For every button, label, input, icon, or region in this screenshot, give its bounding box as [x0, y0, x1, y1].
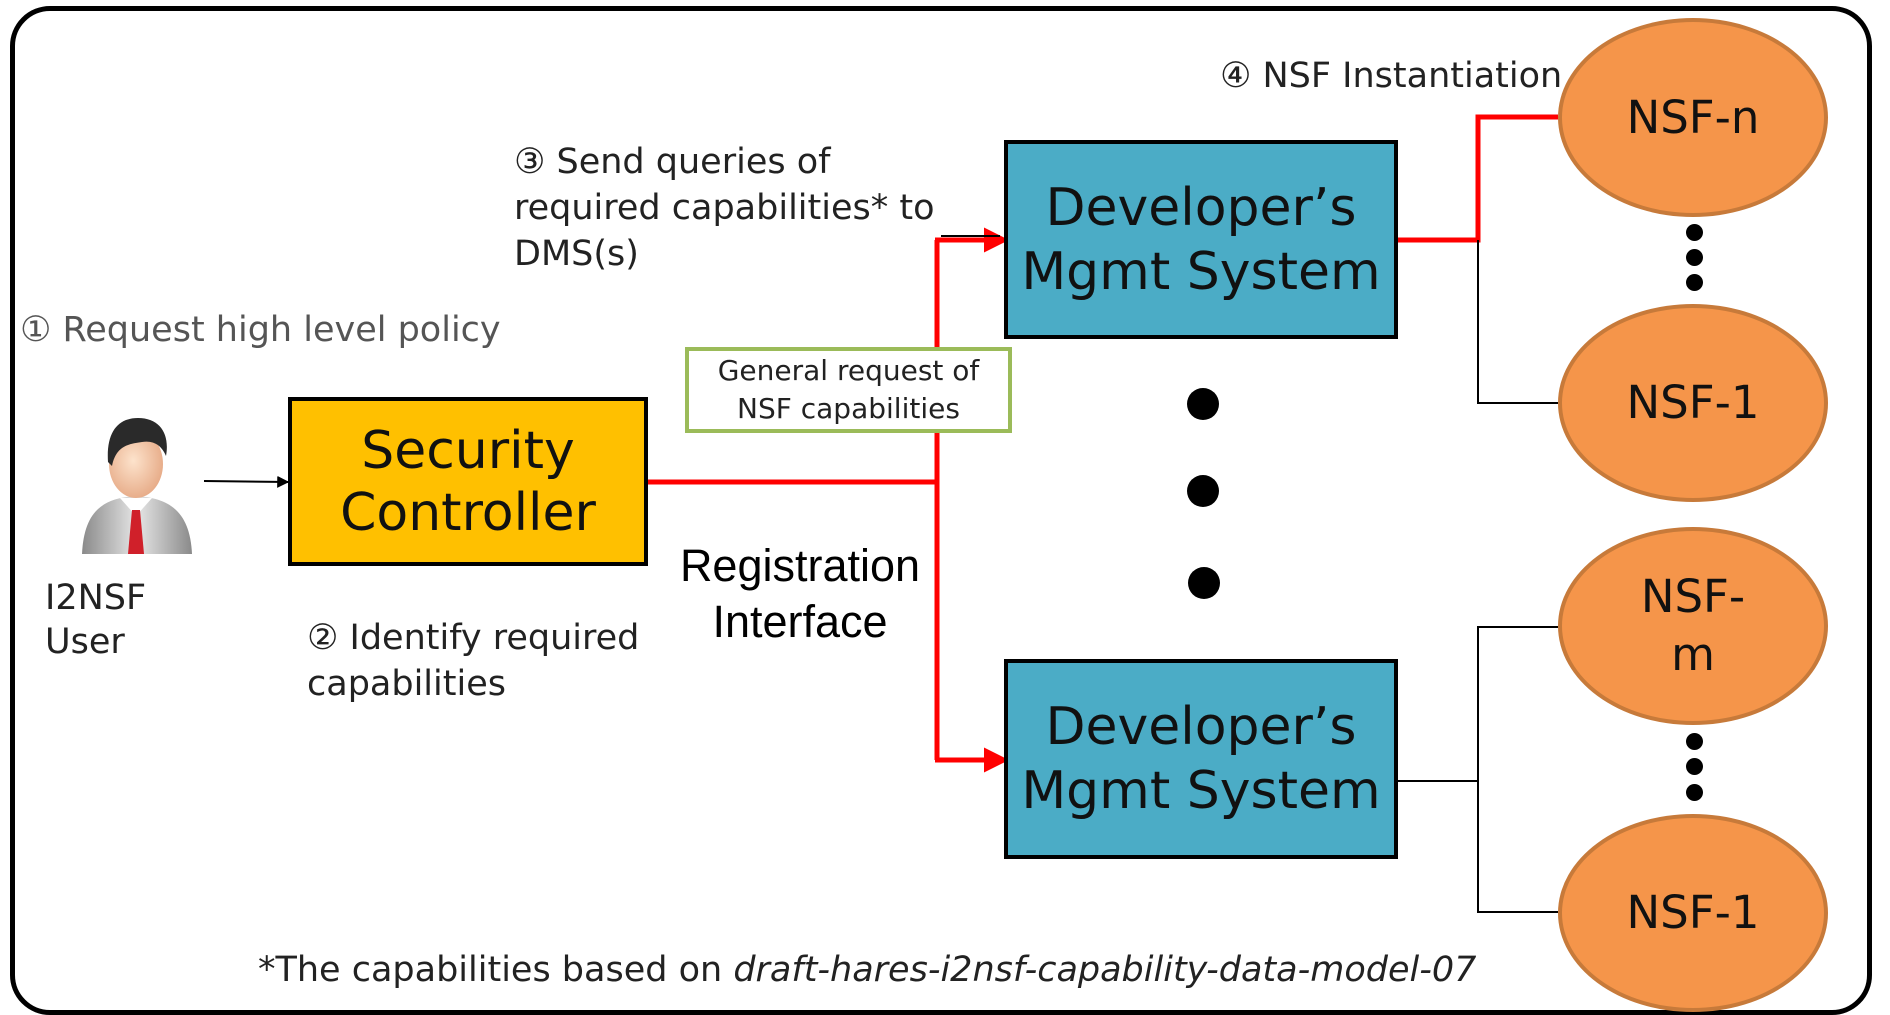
- ellipsis-dot: [1187, 475, 1219, 507]
- dms-bottom-to-nsf-m-line: [1477, 626, 1558, 781]
- nsf-ellipsis-dot: [1686, 733, 1703, 750]
- nsf-1-top-ellipse: NSF-1: [1558, 304, 1828, 502]
- nsf-m-ellipse: NSF- m: [1558, 527, 1828, 725]
- step3-text-line3: DMS(s): [514, 234, 639, 274]
- dms-top-line2: Mgmt System: [1021, 241, 1381, 302]
- nsf-1-bottom-label: NSF-1: [1626, 886, 1760, 939]
- security-controller-line2: Controller: [340, 482, 596, 543]
- step2-text-line1: ② Identify required: [307, 618, 640, 658]
- step1-text: ① Request high level policy: [20, 310, 501, 350]
- nsf-1-bottom-ellipse: NSF-1: [1558, 814, 1828, 1012]
- dms-bottom-to-nsf-1-line: [1477, 781, 1558, 913]
- dms-top-line1: Developer’s: [1045, 177, 1357, 238]
- nsf-ellipsis-dot: [1686, 274, 1703, 291]
- nsf-m-label-line2: m: [1671, 628, 1715, 681]
- user-label-line1: I2NSF: [45, 578, 147, 618]
- general-request-line1: General request of: [717, 354, 980, 387]
- dms-top-to-nsf-1-line: [1477, 240, 1558, 404]
- nsf-m-label-line1: NSF-: [1640, 570, 1746, 623]
- dms-bottom-line1: Developer’s: [1045, 697, 1357, 757]
- nsf-ellipsis-dot: [1686, 758, 1703, 775]
- footnote-prefix: *The capabilities based on: [258, 950, 734, 990]
- general-request-box: General request of NSF capabilities: [685, 347, 1012, 433]
- registration-interface-label: Registration Interface: [668, 538, 932, 650]
- dms-top-to-nsf-n-red-line: [1398, 114, 1558, 243]
- security-controller-line1: Security: [361, 420, 575, 481]
- step2-text-line2: capabilities: [307, 664, 506, 704]
- ellipsis-dot: [1188, 567, 1220, 599]
- registration-interface-line2: Interface: [712, 596, 888, 647]
- nsf-n-ellipse: NSF-n: [1558, 18, 1828, 217]
- nsf-ellipsis-dot: [1686, 249, 1703, 266]
- step3-text-line2: required capabilities* to: [514, 188, 935, 228]
- dms-bottom-box: Developer’s Mgmt System: [1004, 659, 1398, 859]
- nsf-ellipsis-dot: [1686, 784, 1703, 801]
- user-to-controller-arrow: [203, 475, 290, 488]
- footnote: *The capabilities based on draft-hares-i…: [258, 950, 1476, 990]
- step4-text: ④ NSF Instantiation: [1220, 56, 1563, 96]
- user-label-line2: User: [45, 622, 125, 662]
- nsf-ellipsis-dot: [1686, 224, 1703, 241]
- dms-bottom-line2: Mgmt System: [1021, 761, 1381, 821]
- footnote-reference: draft-hares-i2nsf-capability-data-model-…: [733, 950, 1477, 990]
- registration-interface-line1: Registration: [679, 540, 921, 591]
- nsf-1-top-label: NSF-1: [1626, 376, 1760, 429]
- dms-top-box: Developer’s Mgmt System: [1004, 140, 1398, 339]
- security-controller-box: Security Controller: [288, 397, 648, 566]
- general-request-line2: NSF capabilities: [737, 392, 960, 425]
- step3-text-line1: ③ Send queries of: [514, 142, 831, 182]
- ellipsis-dot: [1187, 388, 1219, 420]
- user-icon: [82, 418, 192, 554]
- nsf-n-label: NSF-n: [1626, 90, 1760, 144]
